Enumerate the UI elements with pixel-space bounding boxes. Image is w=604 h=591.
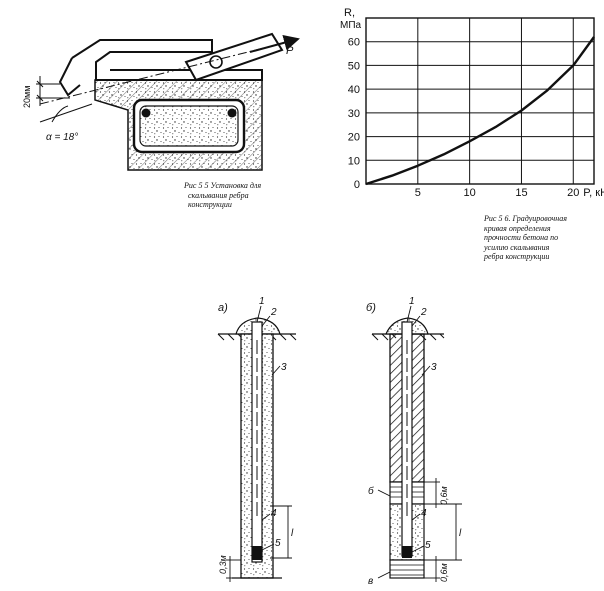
chart-y-tick-30: 30 [348,108,360,120]
fig-b-dim-06-top: 0,6м [439,486,449,505]
rebar-right [227,108,237,118]
chart-y-tick-0: 0 [354,179,360,191]
fig-b-callout-3: 3 [431,362,437,373]
fig-b-callout-2: 2 [420,307,427,318]
fig-a-callout-3: 3 [281,362,287,373]
fig-b-borehole [371,305,462,582]
sensor-b [402,546,412,558]
fig55-caption: Рис 5 5 Установка для скалывания ребра к… [184,181,261,210]
chart-y-tick-40: 40 [348,84,360,96]
fig-a-dim-l: l [291,528,294,539]
fig-a-label: а) [218,302,228,314]
force-axis [39,39,297,105]
fig56-caption-line-2: кривая определения [484,223,551,233]
chart-y-label-symbol: R, [344,7,355,19]
fig-b-dim-06-bot: 0,6м [439,563,449,582]
fig-a-callout-2: 2 [270,307,277,318]
fig-a-callout-4: 4 [271,508,277,519]
fig56-caption-line-5: ребра конструкции [484,252,550,261]
chart-y-tick-10: 10 [348,155,360,167]
fig-b-label: б) [366,302,376,314]
lever-arm [184,32,284,82]
fig-b-callout-1: 1 [409,296,415,307]
seal-bottom-b [389,559,425,579]
fig-b-letter-b: б [368,485,374,497]
chart-series-line-0 [365,36,595,186]
dim-20mm-label: 20мм [22,86,32,108]
calibration-chart: 5 10 15 20 0 10 20 30 40 50 60 R,МПа P, кН [340,7,604,199]
chart-x-label: P, кН [583,187,604,199]
fig-a-callout-5: 5 [275,538,281,549]
fig55-caption-line-1: Рис 5 5 Установка для [184,181,262,190]
fig55-caption-line-2: скалывания ребра [188,190,249,200]
chart-y-tick-60: 60 [348,37,360,49]
fig-b-dim-l: l [459,528,462,539]
fig56-caption-line-3: прочности бетона по [484,233,559,242]
fig55-device-drawing [36,32,300,171]
fig-a-dim-03: 0,3м [218,555,228,574]
force-label: P [286,45,294,57]
chart-x-tick-5: 5 [415,187,421,199]
fig56-caption: Рис 5 6. Градуировочная кривая определен… [484,214,567,262]
chart-y-tick-20: 20 [348,132,360,144]
fig-b-callout-5: 5 [425,540,431,551]
chart-x-tick-10: 10 [464,187,476,199]
force-arrow [249,34,300,53]
chart-x-tick-15: 15 [515,187,527,199]
angle-label: α = 18° [46,132,78,143]
rebar-left [141,108,151,118]
chart-y-label-unit: МПа [340,20,362,31]
shear-knife [58,57,81,97]
fig56-caption-line-1: Рис 5 6. Градуировочная [484,214,567,223]
fig-b-callout-4: 4 [421,508,427,519]
fig55-caption-line-3: конструкции [188,200,232,209]
chart-plot-frame [365,17,595,185]
fig-b-letter-v: в [368,576,373,587]
chart-x-tick-20: 20 [567,187,579,199]
sensor-a [252,546,262,560]
fig56-caption-line-4: усилию скалывания [484,242,550,252]
chart-y-tick-50: 50 [348,60,360,72]
fig-a-callout-1: 1 [259,296,265,307]
fig-a-borehole [217,305,297,582]
pivot-pin [209,55,223,69]
